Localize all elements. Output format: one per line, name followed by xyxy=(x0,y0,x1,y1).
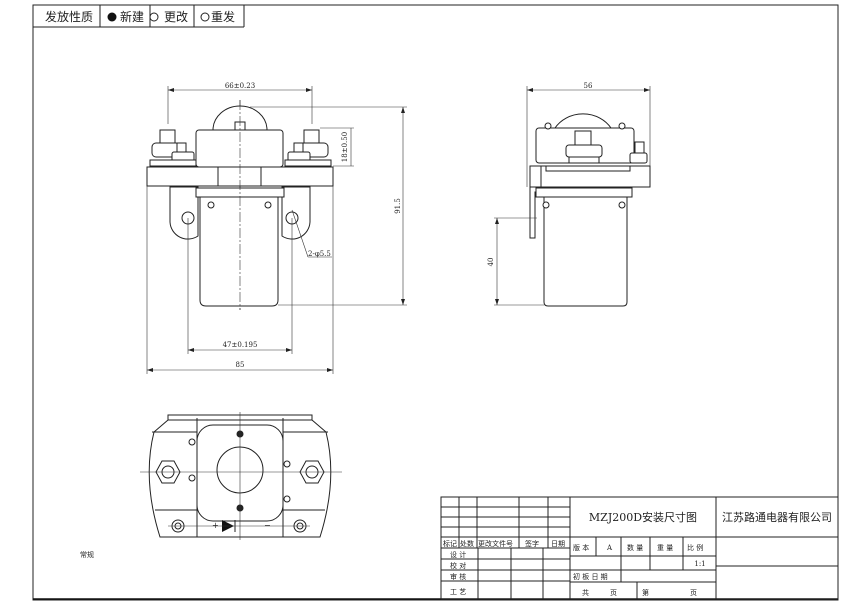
rev-header-doc: 更改文件号 xyxy=(478,539,513,548)
nth-label: 第 xyxy=(642,588,649,597)
polarity-minus: − xyxy=(264,521,271,530)
weight-label: 重 量 xyxy=(657,544,673,552)
total-pages-label: 页 xyxy=(610,589,617,597)
rev-header-mark: 标记 xyxy=(443,539,457,548)
dim-terminal-spacing: 66±0.23 xyxy=(225,82,255,90)
rev-header-sign: 签字 xyxy=(525,539,539,548)
radio-new-selected[interactable] xyxy=(107,12,117,22)
drawing-title: MZJ200D安装尺寸图 xyxy=(589,510,697,524)
side-view: 56 40 xyxy=(487,82,651,307)
quantity-label: 数 量 xyxy=(627,543,643,552)
release-nature-header: 发放性质 新建 更改 重发 xyxy=(33,5,245,28)
first-date-label: 初 板 日 期 xyxy=(573,572,608,581)
option-new-label: 新建 xyxy=(120,9,144,24)
rev-header-date: 日期 xyxy=(551,540,565,548)
side-dim-bracket-height: 40 xyxy=(487,258,495,267)
radio-change[interactable] xyxy=(149,12,159,22)
hole-callout: 2-φ5.5 xyxy=(308,250,331,258)
scale-label: 比 例 xyxy=(687,543,703,552)
dim-width: 85 xyxy=(236,361,245,369)
nth-page-label: 页 xyxy=(690,589,697,597)
front-view: 66±0.23 18±0.50 91.5 2-φ5.5 47±0.195 85 xyxy=(146,82,407,374)
role-design: 设 计 xyxy=(450,550,466,559)
dim-terminal-height: 18±0.50 xyxy=(341,132,349,162)
role-check: 校 对 xyxy=(450,561,466,570)
role-process: 工 艺 xyxy=(450,588,466,596)
polarity-plus: + xyxy=(212,521,219,530)
total-label: 共 xyxy=(582,588,589,597)
role-review: 审 核 xyxy=(450,572,466,581)
option-reissue-label: 重发 xyxy=(211,9,235,24)
version-label: 版 本 xyxy=(573,543,589,552)
rev-header-count: 处数 xyxy=(460,539,474,548)
radio-reissue[interactable] xyxy=(200,12,210,22)
dim-hole-spacing: 47±0.195 xyxy=(223,341,258,349)
sheet-border xyxy=(32,4,839,601)
side-dim-width: 56 xyxy=(584,82,593,90)
note-standard: 常规 xyxy=(80,550,94,559)
title-block: 标记 处数 更改文件号 签字 日期 设 计 校 对 审 核 工 艺 MZJ200… xyxy=(440,496,839,600)
scale-value: 1:1 xyxy=(694,560,705,568)
dim-total-height: 91.5 xyxy=(394,198,402,214)
version-value: A xyxy=(606,544,613,552)
release-nature-label: 发放性质 xyxy=(45,9,93,24)
bottom-view: + − xyxy=(140,412,342,540)
option-change-label: 更改 xyxy=(164,10,188,24)
company-name: 江苏路通电器有限公司 xyxy=(722,510,832,524)
